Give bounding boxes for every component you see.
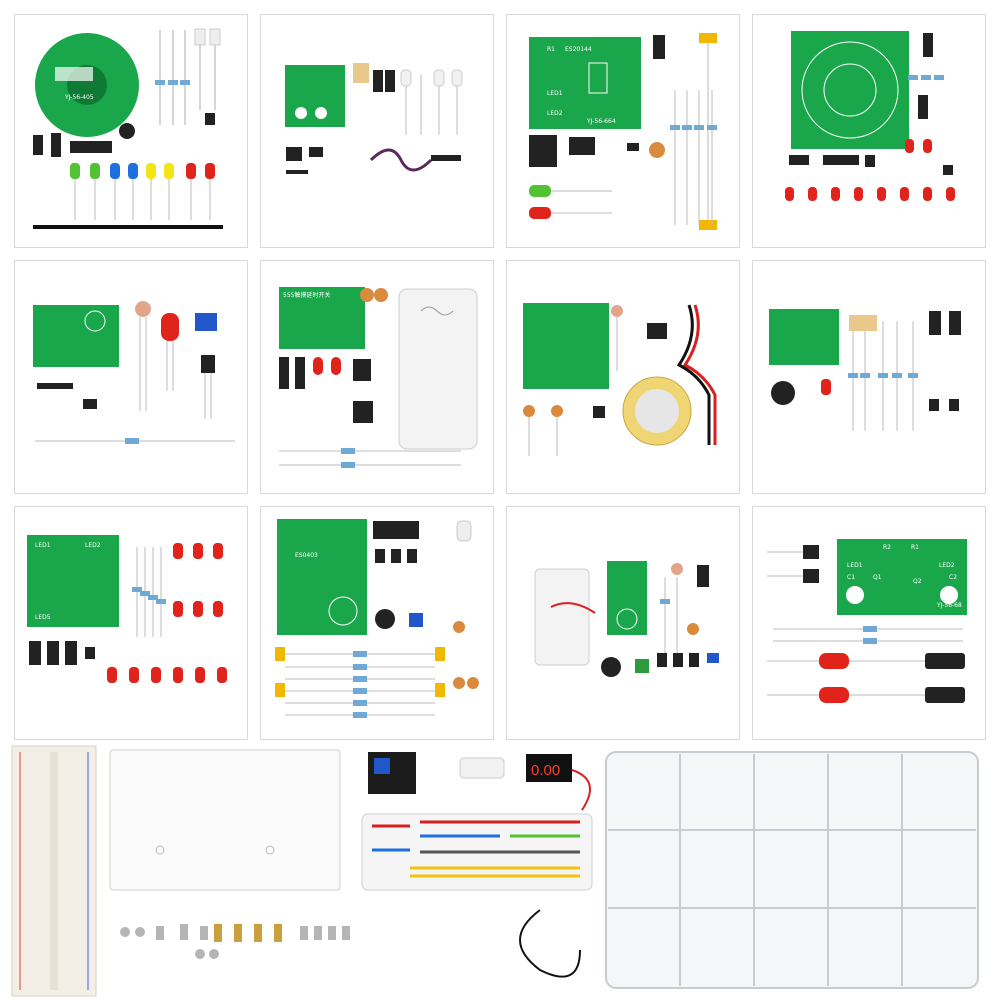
kit-4-parts [785,31,955,201]
pcb-label-c2: C2 [949,574,957,581]
pcb-label: YJ-56-68 [936,602,962,609]
pcb-label-led2: LED2 [939,562,955,569]
kit-panel-2 [260,14,494,248]
kit-panel-4 [752,14,986,248]
pcb-label-led1: LED1 [547,90,563,97]
pcb-label-r1: R1 [547,46,555,53]
pcb-label-c1: C1 [847,574,855,581]
battery-holder [534,568,590,666]
pcb-label: YJ-56-664 [586,118,616,125]
pcb-label-r1: R1 [911,544,919,551]
kit-9-parts: LED1 LED2 LED5 [27,535,227,683]
kit-panel-5 [14,260,248,494]
acrylic-base-plate [109,749,341,891]
battery-holder [398,288,478,450]
kit-8-parts [769,309,961,431]
kit-panel-7 [506,260,740,494]
kit-5-parts [33,301,235,444]
kit-panel-9: LED1 LED2 LED5 [14,506,248,740]
voltmeter-readout: 0.00 [531,762,560,779]
pcb [285,65,345,127]
voltmeter [526,754,572,782]
pcb [279,287,365,349]
pcb [791,31,909,149]
kit-panel-8 [752,260,986,494]
pcb-label-r2: R2 [883,544,891,551]
pcb-label-q2: Q2 [913,578,922,585]
pcb-label: 555触摸延时开关 [283,291,330,299]
pcb [33,305,119,367]
kit-panel-11 [506,506,740,740]
kit-3-parts: ES20144 R1 LED1 LED2 YJ-56-664 [529,33,717,230]
pcb-label-led2: LED2 [547,110,563,117]
kit-panel-1: YJ-56-405 [14,14,248,248]
pcb [529,37,641,129]
kit-7-parts [523,303,717,456]
kit-panel-3: ES20144 R1 LED1 LED2 YJ-56-664 [506,14,740,248]
storage-box [605,751,979,989]
pcb-label-q1: Q1 [873,574,882,581]
kit-panel-10: ES0403 [260,506,494,740]
kit-panel-6: 555触摸延时开关 [260,260,494,494]
accessories-parts: 0.00 [11,745,979,997]
pcb [27,535,119,627]
pcb-label-led1: LED1 [847,562,863,569]
dupont-cable [519,909,581,978]
pcb [607,561,647,635]
kit-6-parts: 555触摸延时开关 [279,287,478,468]
pcb-label: YJ-56-405 [64,94,94,101]
kit-2-parts [285,63,463,174]
kit-12-parts: R2 R1 LED1 LED2 C1 C2 Q1 Q2 YJ-56-68 [767,539,967,703]
pcb [277,519,367,635]
pcb-label-led1: LED1 [35,542,51,549]
pcb [769,309,839,365]
kit-panel-12: R2 R1 LED1 LED2 C1 C2 Q1 Q2 YJ-56-68 [752,506,986,740]
pcb-label: ES0403 [295,552,318,559]
kit-11-parts [534,561,719,677]
pcb-label-led5: LED5 [35,614,51,621]
chip-label: ES20144 [565,46,592,53]
accessories-area: 0.00 [0,740,1000,1000]
pcb [523,303,609,389]
kit-1-parts: YJ-56-405 [33,28,223,229]
kit-10-parts: ES0403 [275,519,479,718]
pcb-label-led2: LED2 [85,542,101,549]
